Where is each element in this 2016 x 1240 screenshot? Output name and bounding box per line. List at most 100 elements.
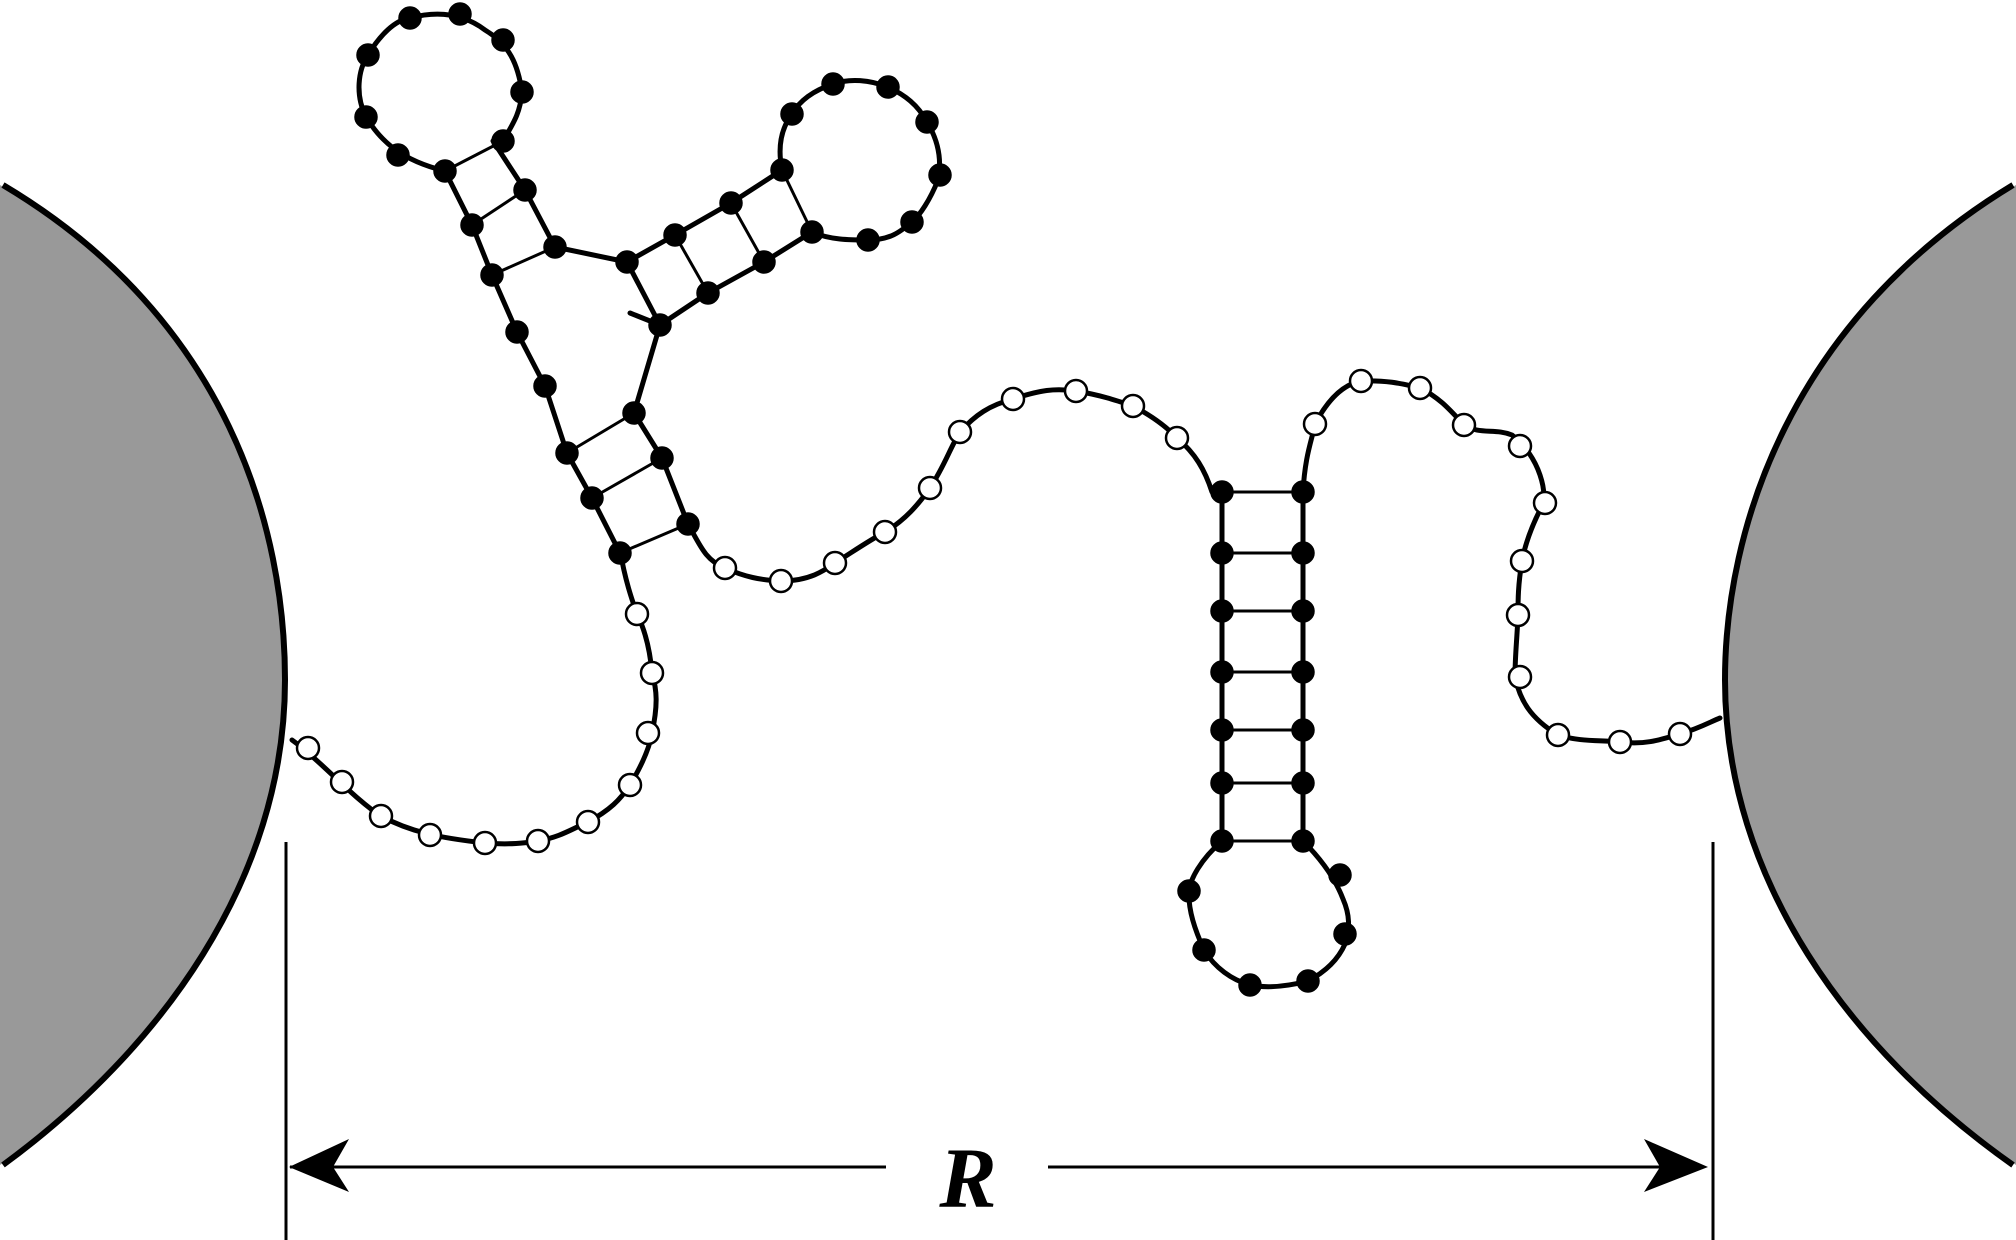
loop-bead [354,105,378,129]
paired-bead [615,250,639,274]
unpaired-bead [822,550,848,576]
right-arrowhead [1644,1139,1708,1192]
loop-bead [356,43,380,67]
paired-bead [770,158,794,182]
loop-bead [1238,973,1262,997]
unpaired-bead [947,419,973,445]
unpaired-bead [1532,490,1558,516]
paired-bead [1210,541,1234,565]
unpaired-bead [1545,722,1571,748]
left-surface-edge [1,182,289,1168]
paired-bead [1291,541,1315,565]
paired-bead [650,446,674,470]
paired-bead [608,541,632,565]
paired-bead [800,220,824,244]
unpaired-bead [624,601,650,627]
unpaired-bead [1507,664,1533,690]
unpaired-bead [1302,411,1328,437]
left-surface [0,185,285,1165]
paired-bead [1210,771,1234,795]
paired-bead [1291,771,1315,795]
loop-bead [915,110,939,134]
unpaired-bead [917,475,943,501]
rna-chain-middle-span [685,387,1215,584]
paired-bead [648,313,672,337]
loop-bead [398,6,422,30]
paired-bead [555,441,579,465]
unpaired-bead [417,822,443,848]
unpaired-bead [525,828,551,854]
unpaired-bead [1607,729,1633,755]
unpaired-bead [1505,602,1531,628]
loop-bead [491,28,515,52]
paired-bead [663,223,687,247]
loop-bead [1333,922,1357,946]
paired-bead [1210,599,1234,623]
paired-bead [1210,829,1234,853]
unpaired-bead [1063,378,1089,404]
unpaired-bead [639,660,665,686]
paired-bead [1291,480,1315,504]
unpaired-bead [295,735,321,761]
loop-bead [876,75,900,99]
unpaired-bead [329,769,355,795]
loop-bead [1328,863,1352,887]
paired-bead [1210,718,1234,742]
paired-bead [1210,660,1234,684]
paired-bead [533,374,557,398]
unpaired-bead [575,809,601,835]
unpaired-bead [617,772,643,798]
unpaired-bead [1348,368,1374,394]
rna-hairpin-loop-bottom [1186,838,1351,990]
paired-bead [719,191,743,215]
unpaired-bead [1507,433,1533,459]
unpaired-bead [768,568,794,594]
paired-bead [622,401,646,425]
paired-bead [676,512,700,536]
right-surface-edge [1721,182,2015,1168]
unpaired-bead [872,519,898,545]
paired-bead [543,235,567,259]
unpaired-bead [712,555,738,581]
rna-chain-left-tail [289,547,659,847]
loop-bead [900,210,924,234]
right-surface [1725,185,2016,1165]
paired-bead [491,129,515,153]
loop-bead [386,143,410,167]
unpaired-bead [1451,412,1477,438]
unpaired-bead [1667,721,1693,747]
paired-bead [1291,660,1315,684]
paired-bead [460,213,484,237]
loop-bead [856,228,880,252]
unpaired-bead [635,720,661,746]
paired-bead [752,250,776,274]
loop-bead [510,80,534,104]
paired-bead [480,263,504,287]
loop-bead [1192,938,1216,962]
rna-helix-upper-right-left-strand [624,167,785,265]
left-arrowhead [289,1139,349,1192]
paired-bead [433,159,457,183]
loop-bead [1177,879,1201,903]
unpaired-bead [1164,425,1190,451]
paired-bead [513,178,537,202]
paired-bead [580,486,604,510]
loop-bead [928,163,952,187]
loop-bead [448,2,472,26]
loop-bead [780,102,804,126]
paired-bead [1291,829,1315,853]
rna-helix-upper-right-right-strand [657,229,815,328]
unpaired-bead [1407,375,1433,401]
unpaired-beads [295,368,1693,856]
paired-bead [505,320,529,344]
distance-label-r: R [938,1130,996,1226]
unpaired-bead [1509,548,1535,574]
unpaired-bead [1120,393,1146,419]
unpaired-bead [368,803,394,829]
paired-bead [1291,599,1315,623]
paired-bead [696,281,720,305]
paired-beads [354,2,1357,997]
paired-bead [1210,480,1234,504]
loop-bead [1296,969,1320,993]
